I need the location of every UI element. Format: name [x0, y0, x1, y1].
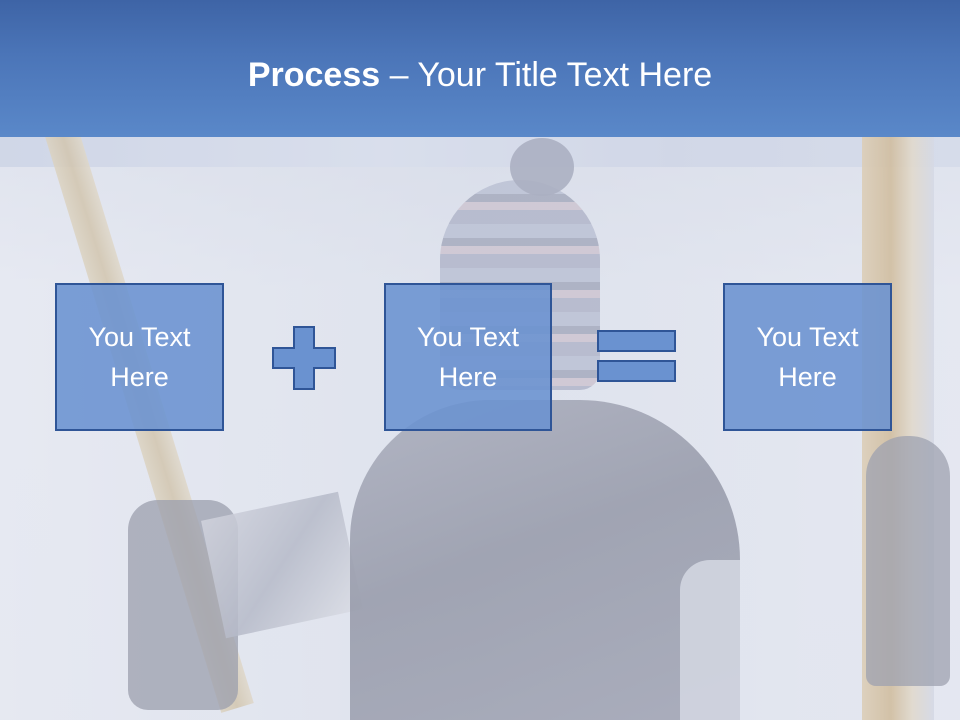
process-box-3[interactable]: You Text Here	[723, 283, 892, 431]
process-box-3-line1: You Text	[756, 322, 859, 352]
equals-icon	[597, 330, 676, 382]
plus-icon	[272, 326, 336, 390]
slide-title: Process – Your Title Text Here	[0, 52, 960, 98]
title-bar: Process – Your Title Text Here	[0, 0, 960, 137]
hat-pompom-image	[510, 138, 574, 196]
process-box-1[interactable]: You Text Here	[55, 283, 224, 431]
title-rest-text: Your Title Text Here	[417, 56, 713, 94]
process-box-3-line2: Here	[778, 362, 837, 392]
right-ski-binding-image	[866, 436, 950, 686]
process-box-1-line2: Here	[110, 362, 169, 392]
process-box-2-line2: Here	[438, 362, 498, 392]
process-box-1-text: You Text Here	[70, 317, 210, 397]
process-box-2-line1: You Text	[416, 322, 520, 352]
title-bold-text: Process	[247, 56, 381, 94]
process-box-2[interactable]: You Text Here	[384, 283, 552, 431]
person-jacket-image	[350, 400, 740, 720]
process-box-1-line1: You Text	[88, 322, 191, 352]
process-box-2-text: You Text Here	[398, 317, 538, 397]
jacket-stripe-image	[680, 560, 740, 720]
title-dash: –	[380, 56, 418, 94]
background-horizon	[0, 137, 960, 167]
process-box-3-text: You Text Here	[738, 317, 878, 397]
